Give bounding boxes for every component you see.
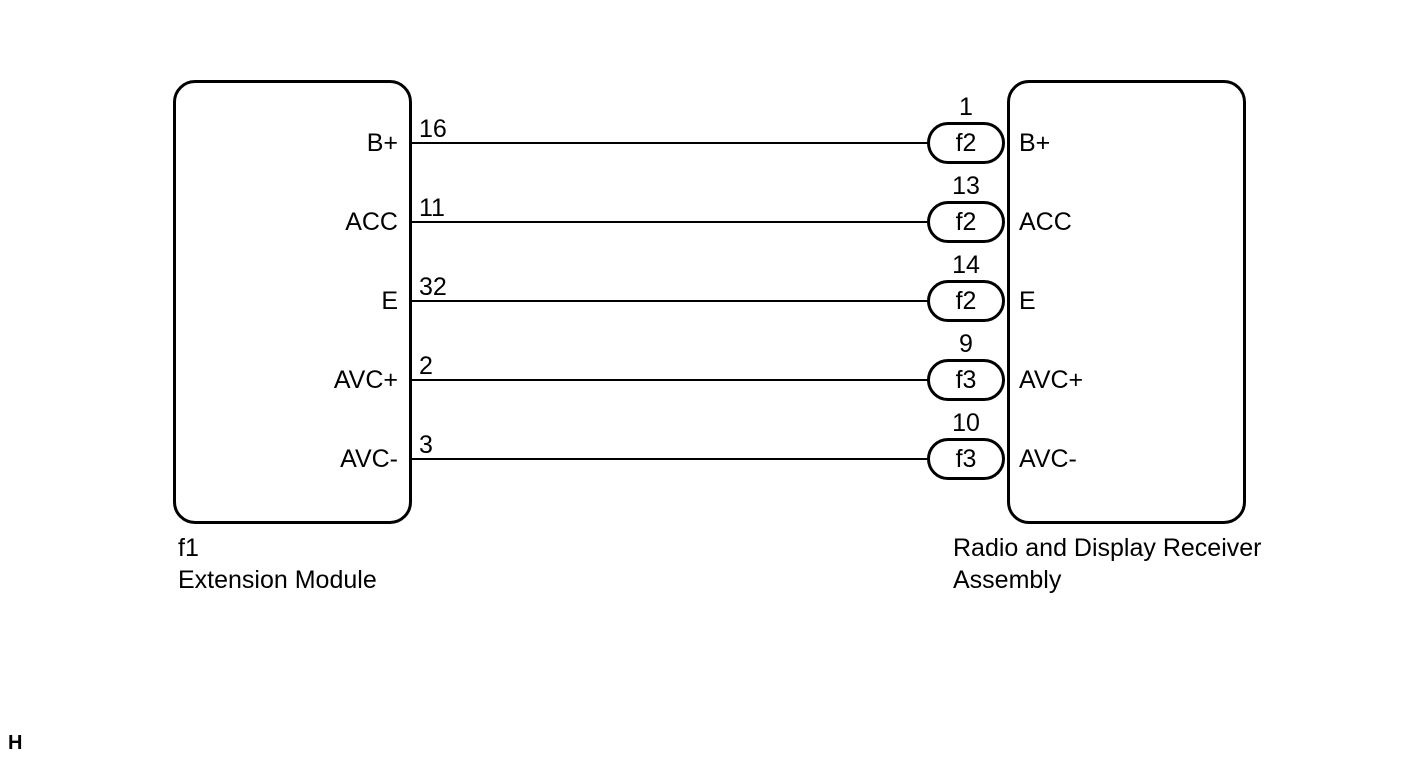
right-pin-number: 1 — [959, 93, 973, 121]
left-pin-number: 2 — [419, 352, 433, 380]
right-component-name-line1: Radio and Display Receiver — [953, 534, 1262, 562]
left-component-name: Extension Module — [178, 566, 377, 594]
left-pin-number: 16 — [419, 115, 447, 143]
left-component-code: f1 — [178, 534, 199, 562]
left-terminal-label: AVC+ — [333, 366, 398, 394]
connector-f3: f3 — [927, 438, 1005, 480]
wire-line — [410, 142, 930, 144]
wire-line — [410, 458, 930, 460]
right-component-name-line2: Assembly — [953, 566, 1062, 594]
right-pin-number: 14 — [952, 251, 980, 279]
left-pin-number: 32 — [419, 273, 447, 301]
right-terminal-label: AVC- — [1019, 445, 1077, 473]
right-pin-number: 10 — [952, 409, 980, 437]
connector-f2: f2 — [927, 122, 1005, 164]
right-terminal-label: B+ — [1019, 129, 1051, 157]
right-terminal-label: E — [1019, 287, 1036, 315]
right-terminal-label: AVC+ — [1019, 366, 1084, 394]
left-pin-number: 11 — [419, 194, 445, 222]
left-terminal-label: ACC — [345, 208, 398, 236]
wire-line — [410, 221, 930, 223]
right-pin-number: 9 — [959, 330, 973, 358]
right-terminal-label: ACC — [1019, 208, 1072, 236]
wire-line — [410, 300, 930, 302]
radio-receiver-box — [1007, 80, 1246, 524]
connector-f2: f2 — [927, 201, 1005, 243]
wire-line — [410, 379, 930, 381]
extension-module-box — [173, 80, 412, 524]
left-terminal-label: E — [381, 287, 398, 315]
left-pin-number: 3 — [419, 431, 433, 459]
right-pin-number: 13 — [952, 172, 980, 200]
footer-mark: H — [8, 732, 23, 754]
connector-f3: f3 — [927, 359, 1005, 401]
left-terminal-label: B+ — [366, 129, 398, 157]
left-terminal-label: AVC- — [340, 445, 398, 473]
connector-f2: f2 — [927, 280, 1005, 322]
